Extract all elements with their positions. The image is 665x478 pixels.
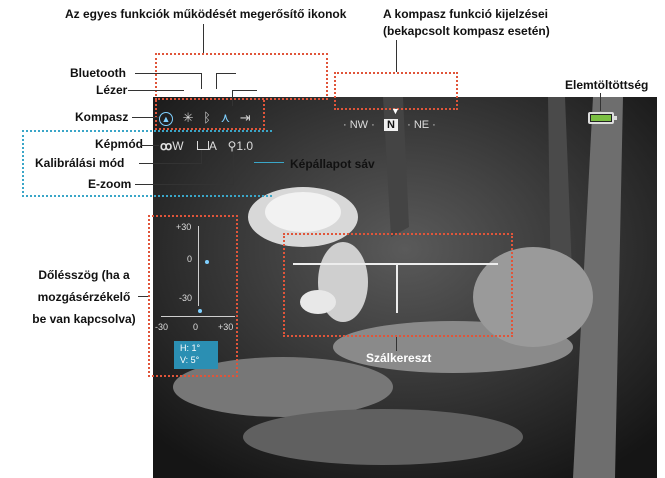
tilt-x-left: -30 — [155, 322, 168, 332]
leader-line — [396, 40, 397, 72]
icons-header-label: Az egyes funkciók működését megerősítő i… — [65, 7, 346, 22]
tilt-x-mid: 0 — [193, 322, 198, 332]
compass-n: N — [384, 119, 398, 131]
icons-box — [155, 53, 328, 100]
status-row: ꝏW A ⚲1.0 — [160, 139, 253, 153]
bluetooth-label: Bluetooth — [70, 66, 126, 81]
compass-strip: · NW · N · NE · — [343, 119, 436, 131]
leader-line — [203, 24, 204, 54]
compass-display-box — [334, 72, 458, 110]
tilt-label-3: be van kapcsolva) — [30, 312, 138, 327]
compass-pointer-icon: ▼ — [391, 106, 400, 116]
compass-display-label-1: A kompasz funkció kijelzései — [383, 7, 548, 22]
leader-line — [396, 337, 397, 351]
leader-line — [132, 117, 160, 118]
battery-icon — [588, 112, 614, 124]
tilt-label-2: mozgásérzékelő — [30, 290, 138, 305]
icon-row: ▲ ✳ ᛒ ⋏ ⇥ — [159, 110, 251, 126]
leader-line — [141, 145, 159, 146]
ezoom-label: E-zoom — [88, 177, 131, 192]
leader-line — [135, 184, 233, 185]
battery-label: Elemtöltöttség — [565, 78, 648, 93]
compass-nw: NW — [350, 119, 368, 131]
compass-display-label-2: (bekapcsolt kompasz esetén) — [383, 24, 550, 39]
image-mode-label: Képmód — [95, 137, 143, 152]
compass-ne: NE — [414, 119, 429, 131]
output-icon: ⇥ — [240, 110, 251, 125]
laser-icon: ✳ — [183, 110, 194, 125]
leader-line — [201, 73, 202, 89]
leader-line — [138, 296, 148, 297]
tilt-label-1: Dőlésszög (ha a — [30, 268, 138, 283]
image-mode-value: W — [172, 139, 183, 153]
status-bar-label: Képállapot sáv — [290, 157, 375, 172]
wifi-icon: ⋏ — [221, 110, 231, 125]
crosshair-label: Szálkereszt — [366, 351, 431, 366]
tilt-mid: 0 — [187, 254, 192, 264]
v-value: V: 5° — [180, 355, 199, 365]
leader-line — [600, 93, 601, 111]
leader-line — [216, 73, 236, 74]
leader-line — [232, 90, 233, 106]
calibration-label: Kalibrálási mód — [35, 156, 124, 171]
tilt-x-right: +30 — [218, 322, 233, 332]
leader-line — [216, 73, 217, 89]
h-value: H: 1° — [180, 343, 200, 353]
leader-line — [139, 163, 201, 164]
zoom-value: 1.0 — [236, 139, 253, 153]
tilt-dot-h — [198, 309, 202, 313]
tilt-top: +30 — [176, 222, 191, 232]
leader-line — [135, 73, 201, 74]
tilt-bottom: -30 — [179, 293, 192, 303]
tilt-vertical-scale — [198, 226, 199, 306]
leader-line — [254, 162, 284, 163]
leader-line — [232, 90, 257, 91]
image-mode-icon: ꝏ — [160, 139, 172, 153]
calibration-value: A — [209, 139, 216, 153]
hv-box: H: 1° V: 5° — [174, 341, 218, 369]
bluetooth-icon: ᛒ — [203, 110, 211, 125]
laser-label: Lézer — [96, 83, 127, 98]
calibration-icon — [197, 141, 209, 150]
battery-fill — [591, 115, 611, 121]
tilt-horizontal-scale — [161, 316, 235, 317]
crosshair-vertical — [396, 263, 398, 313]
tilt-dot-v — [205, 260, 209, 264]
leader-line — [128, 90, 184, 91]
compass-label: Kompasz — [75, 110, 128, 125]
leader-line — [233, 150, 234, 185]
crosshair-box — [283, 233, 513, 337]
compass-icon: ▲ — [159, 112, 173, 126]
